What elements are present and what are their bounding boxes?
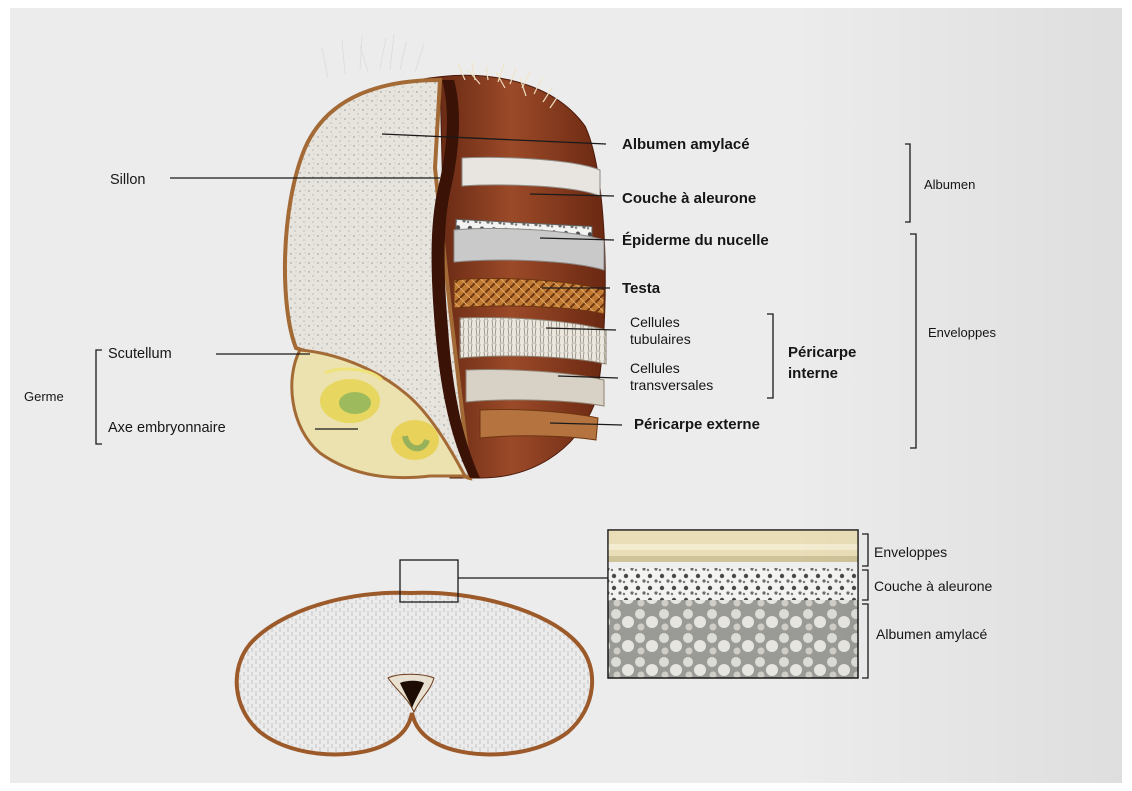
label-inset-albumen-amylace: Albumen amylacé <box>876 626 987 643</box>
label-cellules-transversales: Cellules transversales <box>630 360 713 394</box>
label-inset-couche-aleurone: Couche à aleurone <box>874 578 992 595</box>
transverse-section <box>237 560 610 754</box>
label-albumen-group: Albumen <box>924 176 975 193</box>
label-scutellum: Scutellum <box>108 346 172 363</box>
label-pericarpe-interne: Péricarpe interne <box>788 342 856 384</box>
label-epiderme-nucelle: Épiderme du nucelle <box>622 232 769 249</box>
label-testa: Testa <box>622 280 660 297</box>
label-couche-aleurone: Couche à aleurone <box>622 190 756 207</box>
label-inset-enveloppes: Enveloppes <box>874 544 947 561</box>
label-germe: Germe <box>24 388 64 405</box>
wheat-grain-diagram <box>10 8 1122 783</box>
label-cellules-tubulaires: Cellules tubulaires <box>630 314 691 348</box>
label-enveloppes-group: Enveloppes <box>928 324 996 341</box>
diagram-page: Albumen amylacé Couche à aleurone Épider… <box>10 8 1122 783</box>
label-albumen-amylace: Albumen amylacé <box>622 136 750 153</box>
label-pericarpe-externe: Péricarpe externe <box>634 416 760 433</box>
label-sillon: Sillon <box>110 172 145 189</box>
label-axe-embryonnaire: Axe embryonnaire <box>108 420 226 437</box>
magnified-inset <box>608 530 868 678</box>
